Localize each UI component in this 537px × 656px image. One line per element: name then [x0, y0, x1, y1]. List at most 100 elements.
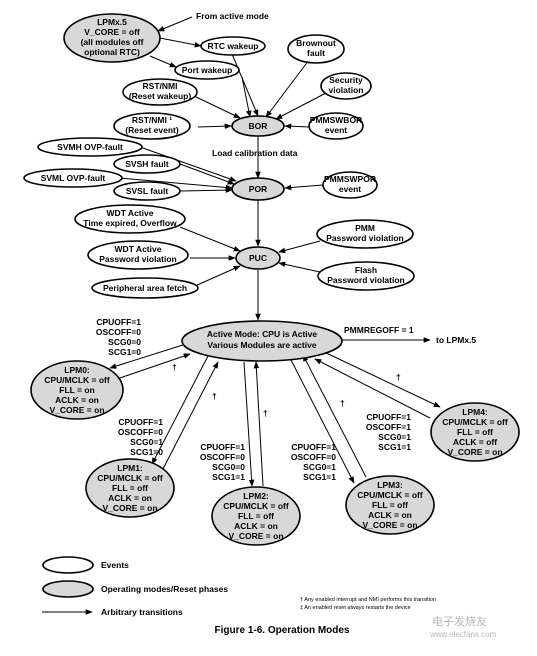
- svg-text:Password violation: Password violation: [327, 275, 404, 285]
- lpmx5-title: LPMx.5: [97, 17, 127, 27]
- arrow-lpm0-active: [113, 353, 191, 381]
- peripheral-fetch-event: Peripheral area fetch: [91, 277, 199, 299]
- svg-text:CPUOFF=1: CPUOFF=1: [96, 317, 141, 327]
- svg-text:Password violation: Password violation: [99, 254, 176, 264]
- arrow-lpmx5-port: [149, 55, 177, 68]
- svg-text:BOR: BOR: [249, 121, 268, 131]
- pmmswbor-event: PMMSWBOR event: [308, 112, 364, 140]
- svg-text:RST/NMI: RST/NMI: [143, 81, 178, 91]
- arrow-port-bor: [241, 76, 252, 118]
- svg-text:SCG1=1: SCG1=1: [303, 472, 336, 482]
- lpm4-state: LPM4: CPU/MCLK = off FLL = off ACLK = of…: [430, 402, 520, 462]
- svg-text:Port wakeup: Port wakeup: [182, 65, 233, 75]
- port-wakeup-event: Port wakeup: [174, 60, 240, 80]
- svg-text:FLL = off: FLL = off: [112, 483, 148, 493]
- flash-password-event: Flash Password violation: [317, 261, 415, 291]
- from-active-label: From active mode: [196, 11, 269, 21]
- svg-text:ACLK = on: ACLK = on: [368, 510, 412, 520]
- brownout-event: Brownout fault: [287, 34, 345, 64]
- wdt-password-event: WDT Active Password violation: [87, 240, 189, 270]
- svg-text:www.elecfans.com: www.elecfans.com: [429, 630, 497, 639]
- svg-text:LPM2:: LPM2:: [243, 491, 269, 501]
- svg-text:FLL = off: FLL = off: [457, 427, 493, 437]
- svg-text:LPM3:: LPM3:: [377, 480, 403, 490]
- active-mode-state: Active Mode: CPU is Active Various Modul…: [181, 320, 343, 362]
- rtc-wakeup-event: RTC wakeup: [200, 36, 266, 56]
- svg-text:ACLK = on: ACLK = on: [108, 493, 152, 503]
- svg-text:FLL = off: FLL = off: [238, 511, 274, 521]
- legend-events: Events: [42, 556, 129, 574]
- arrow-periph-puc: [194, 265, 241, 287]
- arrow-active-lpm1: [151, 355, 209, 465]
- svg-text:†: †: [340, 398, 345, 408]
- arrow-from-active: [157, 16, 193, 32]
- svg-text:V_CORE = on: V_CORE = on: [228, 531, 283, 541]
- wdt-expired-event: WDT Active Time expired, Overflow: [74, 204, 186, 234]
- pmm-password-event: PMM Password violation: [316, 219, 414, 249]
- svg-text:CPUOFF=1: CPUOFF=1: [200, 442, 245, 452]
- footnote-dagger: † Any enabled interrupt and NMI performs…: [300, 597, 436, 603]
- arrow-active-lpm0: [109, 343, 187, 369]
- arrow-rstevent-bor: [197, 123, 232, 129]
- svg-text:LPM1:: LPM1:: [117, 463, 143, 473]
- svg-text:PMMSWBOR: PMMSWBOR: [310, 115, 362, 125]
- arrow-lpm3-active: [302, 354, 367, 478]
- svg-text:V_CORE = on: V_CORE = on: [102, 503, 157, 513]
- svg-text:RST/NMI ¹: RST/NMI ¹: [132, 115, 172, 125]
- svg-text:SVSL fault: SVSL fault: [126, 186, 169, 196]
- svg-text:Security: Security: [329, 75, 363, 85]
- security-violation-event: Security violation: [320, 72, 372, 100]
- svg-text:OSCOFF=0: OSCOFF=0: [96, 327, 141, 337]
- svg-text:†: †: [396, 372, 401, 382]
- figure-caption: Figure 1-6. Operation Modes: [214, 625, 349, 636]
- svg-text:CPUOFF=1: CPUOFF=1: [118, 417, 163, 427]
- arrow-lpmx5-rtc: [159, 37, 202, 48]
- lpmx5-vcore: V_CORE = off: [84, 27, 140, 37]
- to-lpmx5-label: to LPMx.5: [436, 335, 476, 345]
- svg-text:Arbitrary transitions: Arbitrary transitions: [101, 607, 183, 617]
- svg-text:SCG0=0: SCG0=0: [108, 337, 141, 347]
- watermark: 电子发烧友 www.elecfans.com: [429, 614, 497, 639]
- arrow-pmmswbor-bor: [284, 123, 311, 130]
- svg-text:SCG0=1: SCG0=1: [303, 462, 336, 472]
- svg-text:SCG1=0: SCG1=0: [130, 447, 163, 457]
- lpmx5-line4: optional RTC): [84, 47, 140, 57]
- svg-text:PMMSWPOR: PMMSWPOR: [324, 174, 376, 184]
- legend-modes: Operating modes/Reset phases: [42, 580, 228, 598]
- svg-text:SVML OVP-fault: SVML OVP-fault: [41, 173, 106, 183]
- svg-text:RTC wakeup: RTC wakeup: [207, 41, 258, 51]
- svg-text:Peripheral area fetch: Peripheral area fetch: [103, 283, 187, 293]
- svg-text:Operating modes/Reset phases: Operating modes/Reset phases: [101, 584, 228, 594]
- arrow-active-lpm3: [289, 357, 355, 484]
- svg-text:Time expired, Overflow: Time expired, Overflow: [83, 218, 177, 228]
- svg-text:Events: Events: [101, 560, 129, 570]
- svg-text:V_CORE = on: V_CORE = on: [49, 405, 104, 415]
- svg-text:OSCOFF=0: OSCOFF=0: [118, 427, 163, 437]
- svml-fault-event: SVML OVP-fault: [23, 168, 123, 188]
- legend: Events Operating modes/Reset phases Arbi…: [42, 556, 228, 617]
- svg-text:V_CORE = on: V_CORE = on: [362, 520, 417, 530]
- rst-nmi-wakeup-event: RST/NMI (Reset wakeup): [122, 78, 198, 106]
- svsh-fault-event: SVSH fault: [113, 154, 181, 174]
- svg-text:SVMH OVP-fault: SVMH OVP-fault: [57, 142, 123, 152]
- svg-text:SCG1=1: SCG1=1: [212, 472, 245, 482]
- lpm1-state: LPM1: CPU/MCLK = off FLL = off ACLK = on…: [85, 458, 175, 518]
- lpm2-conditions: CPUOFF=1 OSCOFF=0 SCG0=0 SCG1=1: [200, 442, 245, 482]
- svg-text:SCG0=1: SCG0=1: [130, 437, 163, 447]
- svg-text:Brownout: Brownout: [296, 38, 336, 48]
- svg-text:violation: violation: [329, 85, 364, 95]
- pmmswpor-event: PMMSWPOR event: [322, 171, 378, 199]
- svg-text:event: event: [339, 184, 361, 194]
- svg-text:OSCOFF=0: OSCOFF=0: [291, 452, 336, 462]
- arrow-wdtexp-puc: [179, 226, 241, 252]
- svg-text:SCG0=1: SCG0=1: [378, 432, 411, 442]
- arrow-brownout-bor: [265, 59, 310, 118]
- svg-text:CPU/MCLK = off: CPU/MCLK = off: [442, 417, 508, 427]
- svg-text:ACLK = on: ACLK = on: [234, 521, 278, 531]
- svg-text:LPM0:: LPM0:: [64, 365, 90, 375]
- svg-text:†: †: [263, 408, 268, 418]
- por-state: POR: [231, 177, 285, 201]
- svg-text:†: †: [172, 362, 177, 372]
- lpm2-state: LPM2: CPU/MCLK = off FLL = off ACLK = on…: [211, 486, 301, 546]
- svg-text:WDT Active: WDT Active: [115, 244, 162, 254]
